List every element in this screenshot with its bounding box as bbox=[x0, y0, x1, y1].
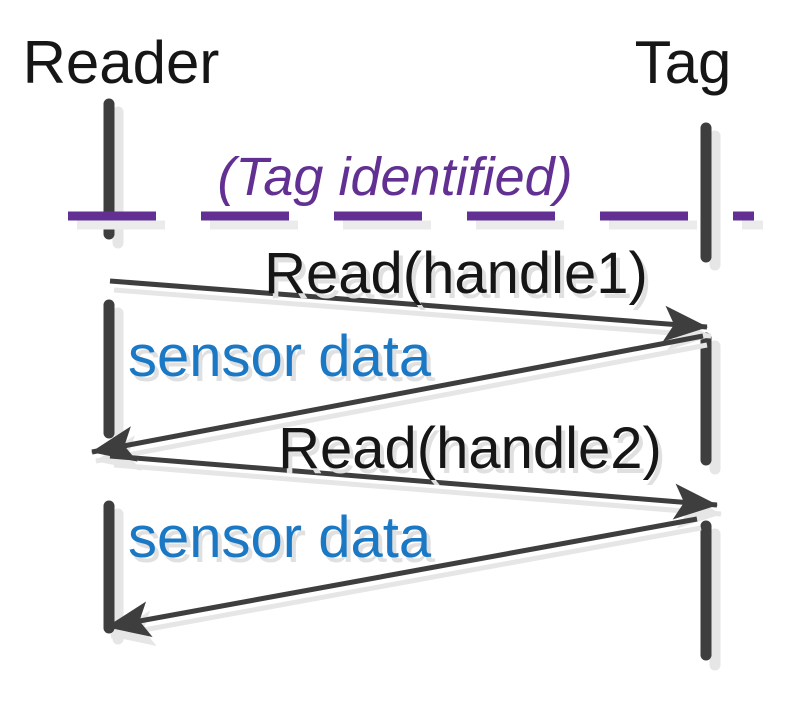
message-arrow-read-handle2 bbox=[109, 453, 718, 520]
message-arrow-4-shadow bbox=[110, 525, 702, 646]
message-label-read-handle2: Read(handle2) bbox=[278, 416, 662, 481]
actor-label-tag: Tag bbox=[635, 29, 732, 96]
message-arrow-sensor-data-2 bbox=[106, 516, 698, 637]
message-arrow-3-shadow bbox=[113, 462, 722, 529]
message-label-3-shadow: Read(handle2) bbox=[282, 421, 666, 486]
message-arrow-2-shadow bbox=[95, 342, 708, 471]
message-arrow-1-shadow bbox=[113, 287, 712, 351]
message-arrow-read-handle1 bbox=[109, 278, 708, 342]
message-label-read-handle1: Read(handle1) bbox=[264, 241, 648, 306]
message-arrow-sensor-data-1 bbox=[91, 333, 704, 462]
annotation-label: (Tag identified) bbox=[217, 147, 572, 207]
message-label-4-shadow: sensor data bbox=[132, 510, 436, 575]
message-label-1-shadow: Read(handle1) bbox=[268, 246, 652, 311]
message-label-sensor-data-2: sensor data bbox=[128, 505, 432, 570]
message-label-2-shadow: sensor data bbox=[132, 329, 436, 394]
message-label-sensor-data-1: sensor data bbox=[128, 324, 432, 389]
actor-label-reader: Reader bbox=[23, 29, 220, 96]
message-arrow-shadows bbox=[95, 287, 722, 646]
